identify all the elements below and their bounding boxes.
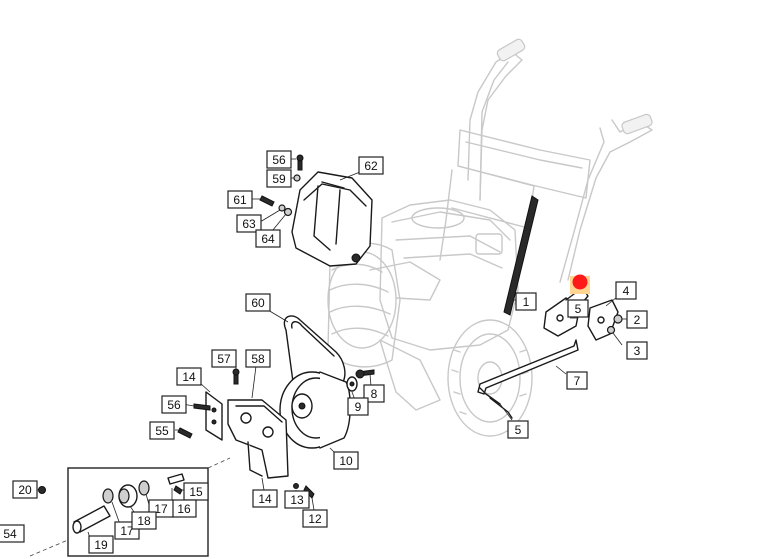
callout-55[interactable]: 55: [149, 421, 175, 440]
callout-59[interactable]: 59: [266, 169, 292, 188]
callout-9-text: 9: [355, 400, 362, 414]
callout-62[interactable]: 62: [358, 156, 384, 175]
callout-54-text: 54: [3, 527, 17, 541]
callout-8-text: 8: [371, 387, 378, 401]
callout-10-text: 10: [339, 454, 353, 468]
selection-marker: [570, 274, 590, 294]
callout-54[interactable]: 54: [0, 524, 25, 543]
callout-4[interactable]: 4: [615, 281, 637, 300]
callout-16-text: 16: [177, 502, 191, 516]
callout-17-lower[interactable]: 17: [114, 521, 140, 540]
callout-56-lower[interactable]: 56: [161, 395, 187, 414]
callout-18[interactable]: 18: [131, 511, 157, 530]
callout-5-lower[interactable]: 5: [507, 420, 529, 439]
callout-16[interactable]: 16: [171, 499, 197, 518]
callout-57-text: 57: [217, 352, 231, 366]
callout-19-text: 19: [94, 538, 108, 552]
callout-63-text: 63: [242, 217, 256, 231]
callout-60-text: 60: [251, 296, 265, 310]
callout-64[interactable]: 64: [255, 229, 281, 248]
callout-13[interactable]: 13: [284, 490, 310, 509]
callout-18-text: 18: [137, 514, 151, 528]
callout-9[interactable]: 9: [347, 397, 369, 416]
callout-20-text: 20: [18, 483, 32, 497]
callout-63[interactable]: 63: [236, 214, 262, 233]
callout-58-text: 58: [251, 352, 265, 366]
callout-7-text: 7: [574, 374, 581, 388]
callout-12-text: 12: [308, 512, 322, 526]
part-long-rod: [477, 339, 579, 419]
snowblower-ghost-outline: [327, 38, 653, 437]
part-pulley: [279, 371, 351, 449]
callout-1[interactable]: 1: [515, 292, 537, 311]
callout-61[interactable]: 61: [227, 190, 253, 209]
callout-14-lower-text: 14: [258, 492, 272, 506]
callout-15-text: 15: [189, 485, 203, 499]
callout-labels: 1 2 3 4 5 5 7 8 9 10 12 13 14 14 15 16 1…: [0, 150, 648, 554]
callout-56-upper[interactable]: 56: [266, 150, 292, 169]
callout-5-upper[interactable]: 5: [567, 299, 589, 318]
callout-3-text: 3: [634, 344, 641, 358]
callout-14-upper[interactable]: 14: [176, 367, 202, 386]
callout-56-upper-text: 56: [272, 153, 286, 167]
callout-15[interactable]: 15: [183, 482, 209, 501]
inset-detail-box: [29, 457, 231, 557]
callout-58[interactable]: 58: [245, 349, 271, 368]
callout-60[interactable]: 60: [245, 293, 271, 312]
callout-19[interactable]: 19: [88, 535, 114, 554]
callout-2-text: 2: [634, 313, 641, 327]
part-bracket-right: [587, 299, 623, 341]
callout-13-text: 13: [290, 493, 304, 507]
callout-59-text: 59: [272, 172, 286, 186]
callout-5-lower-text: 5: [515, 423, 522, 437]
callout-17-upper-text: 17: [154, 502, 168, 516]
callout-56-lower-text: 56: [167, 398, 181, 412]
callout-14-lower[interactable]: 14: [252, 489, 278, 508]
callout-7[interactable]: 7: [566, 371, 588, 390]
callout-61-text: 61: [233, 193, 247, 207]
part-belt-cover: [259, 154, 373, 267]
callout-12[interactable]: 12: [302, 509, 328, 528]
callout-4-text: 4: [623, 284, 630, 298]
callout-2[interactable]: 2: [626, 310, 648, 329]
callout-55-text: 55: [155, 424, 169, 438]
callout-8[interactable]: 8: [363, 384, 385, 403]
callout-64-text: 64: [261, 232, 275, 246]
callout-62-text: 62: [364, 159, 378, 173]
callout-10[interactable]: 10: [333, 451, 359, 470]
callout-17-lower-text: 17: [120, 524, 134, 538]
callout-3[interactable]: 3: [626, 341, 648, 360]
callout-57[interactable]: 57: [211, 349, 237, 368]
callout-1-text: 1: [523, 295, 530, 309]
callout-14-upper-text: 14: [182, 370, 196, 384]
callout-20[interactable]: 20: [12, 480, 38, 499]
callout-5-upper-text: 5: [575, 302, 582, 316]
part-bracket-58: [177, 368, 315, 499]
